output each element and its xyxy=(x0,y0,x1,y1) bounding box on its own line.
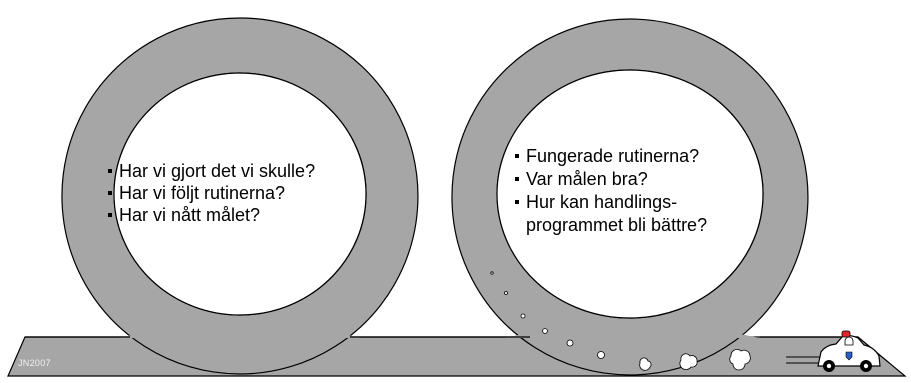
question-line: Hur kan handlings- xyxy=(526,192,678,212)
smoke-puff xyxy=(566,339,574,347)
question-line: Var målen bra? xyxy=(526,169,648,189)
smoke-puff xyxy=(490,271,494,275)
question-line-continuation: programmet bli bättre? xyxy=(526,215,708,235)
left-loop-inner xyxy=(113,72,367,316)
smoke-puff xyxy=(542,328,548,334)
smoke-puff xyxy=(504,291,508,295)
right-question-item: Hur kan handlings-programmet bli bättre? xyxy=(515,191,707,237)
left-loop-foot xyxy=(120,330,360,338)
right-loop-foot xyxy=(505,330,760,338)
driver-icon xyxy=(844,336,854,346)
police-badge-icon xyxy=(845,351,853,361)
right-loop-inner xyxy=(496,69,764,319)
siren-light-icon xyxy=(841,330,851,338)
speed-lines xyxy=(786,356,820,364)
smoke-puff xyxy=(729,349,751,371)
left-loop-questions: Har vi gjort det vi skulle? Har vi följt… xyxy=(108,160,315,226)
left-question-item: Har vi nått målet? xyxy=(108,204,315,226)
right-question-item: Fungerade rutinerna? xyxy=(515,145,707,168)
smoke-puff xyxy=(679,353,698,370)
right-question-item: Var målen bra? xyxy=(515,168,707,191)
left-question-item: Har vi gjort det vi skulle? xyxy=(108,160,315,182)
author-signature: JN2007 xyxy=(18,358,51,368)
left-question-item: Har vi följt rutinerna? xyxy=(108,182,315,204)
police-car-icon xyxy=(817,330,881,372)
right-loop-questions: Fungerade rutinerna? Var målen bra? Hur … xyxy=(515,145,707,237)
smoke-puff xyxy=(639,357,652,371)
smoke-puff xyxy=(520,313,526,319)
question-line: Fungerade rutinerna? xyxy=(526,146,700,166)
smoke-trail xyxy=(490,271,751,371)
smoke-puff xyxy=(597,351,605,359)
